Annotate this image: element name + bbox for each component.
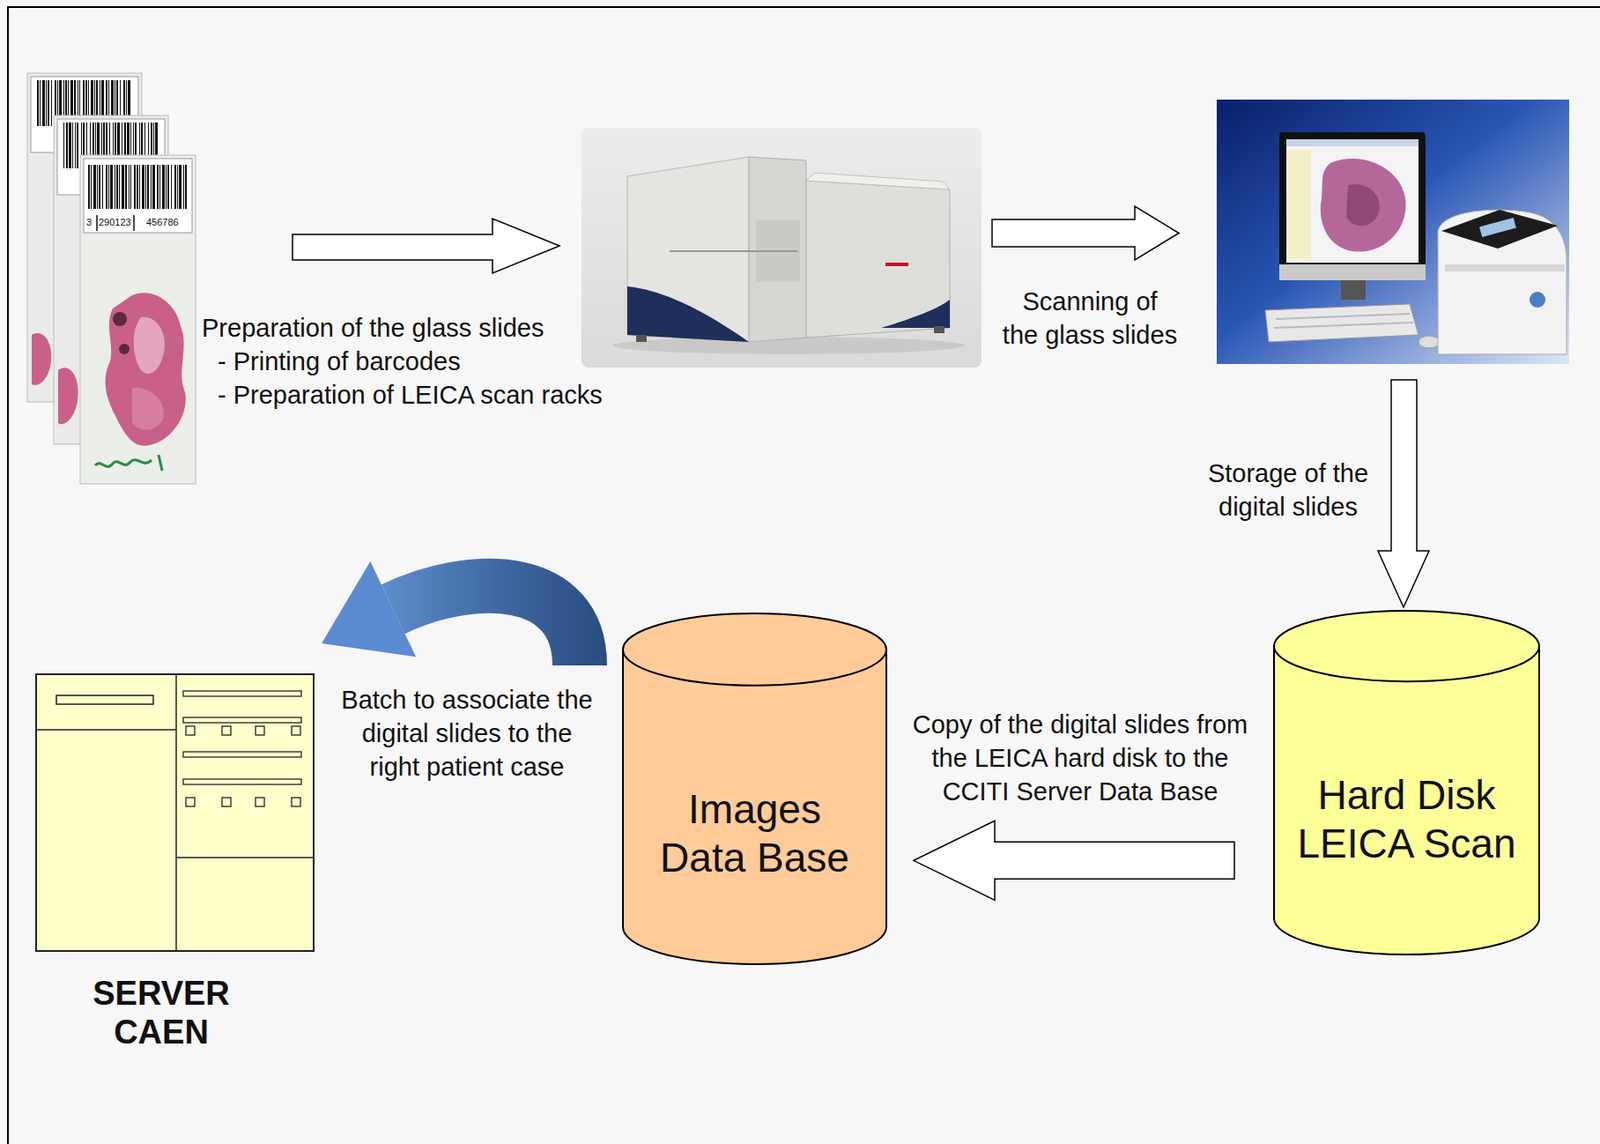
server-field <box>183 751 302 757</box>
keyboard-keys <box>1274 322 1414 328</box>
step-label: Preparation of the glass slides <box>201 311 577 345</box>
server-divider <box>176 856 314 859</box>
tissue-section <box>31 333 52 386</box>
monitor <box>1279 132 1426 281</box>
photo-background <box>581 127 982 368</box>
screen-tissue <box>1320 158 1407 252</box>
scanner-accent <box>627 286 749 342</box>
node-label: Images Data Base <box>644 785 866 882</box>
tissue-detail <box>132 387 164 430</box>
block-arrow-shape <box>913 820 1235 900</box>
scanner-foot <box>933 325 945 334</box>
server-field <box>183 690 302 697</box>
scanner-housing <box>627 156 749 342</box>
database-cylinder: Images Data Base <box>622 612 888 964</box>
screen-tissue <box>1346 184 1380 226</box>
page-frame <box>7 7 1600 1144</box>
barcode-number: 456786 <box>146 216 189 229</box>
server-box-outline <box>35 673 315 952</box>
server-checkbox <box>255 797 265 807</box>
curved-arrow <box>321 561 580 666</box>
server-checkbox <box>222 797 231 807</box>
disk-cylinder: Hard Disk LEICA Scan <box>1273 609 1541 955</box>
server-field <box>183 717 302 723</box>
step-item: - Printing of barcodes <box>217 344 571 378</box>
barcode-digit: 3 <box>86 216 99 229</box>
node-text-group: Hard Disk LEICA Scan <box>1283 770 1531 868</box>
tissue-detail <box>133 317 165 374</box>
keyboard-keys <box>1275 313 1410 319</box>
scanner-unit <box>1437 209 1567 355</box>
server-divider <box>175 674 178 951</box>
node-text-group: Images Data Base <box>644 785 866 882</box>
server-frame <box>36 674 314 951</box>
block-arrow <box>913 820 1235 900</box>
step-label: Scanning of the glass slides <box>1001 284 1178 352</box>
handwriting <box>95 454 163 471</box>
monitor-bezel <box>1279 264 1426 281</box>
slide-label <box>83 158 193 233</box>
monitor-stand <box>1340 280 1366 300</box>
server-checkbox <box>291 797 301 807</box>
tissue-spot <box>112 311 127 326</box>
monitor-screen <box>1286 139 1419 263</box>
slide-holder <box>1479 217 1517 238</box>
workstation-photo <box>1216 99 1570 364</box>
server-heading: SERVER CAEN <box>73 974 250 1052</box>
glass-slide <box>80 155 196 484</box>
flow-arrow <box>1377 379 1430 608</box>
server-field <box>56 695 154 704</box>
scanner-light <box>1529 291 1546 308</box>
database-cylinder-top <box>622 613 887 686</box>
slide-scanner-photo <box>581 127 982 368</box>
barcode-divider <box>96 214 98 231</box>
server-field <box>183 778 302 785</box>
tissue-section <box>58 367 79 424</box>
tissue-spot <box>118 343 130 355</box>
server-checkbox <box>291 725 301 735</box>
server-checkbox <box>185 797 195 807</box>
node-label: Hard Disk LEICA Scan <box>1283 770 1531 868</box>
server-checkbox <box>185 725 195 735</box>
flow-arrow <box>992 206 1179 260</box>
scanner-band <box>1444 264 1565 272</box>
disk-cylinder-top <box>1274 610 1540 682</box>
flow-arrow <box>292 218 560 274</box>
mouse <box>1418 335 1440 349</box>
curved-arrow-band <box>392 585 580 666</box>
database-cylinder-body <box>622 649 887 964</box>
glass-slides <box>27 73 196 484</box>
barcode-divider <box>133 214 135 231</box>
edge-label: Copy of the digital slides from the LEIC… <box>899 707 1261 808</box>
keyboard <box>1265 303 1419 342</box>
scanner-glass <box>1441 209 1558 249</box>
scanner-housing <box>806 180 950 338</box>
scanner-slot <box>669 250 798 252</box>
server-checkbox <box>255 725 265 735</box>
tissue-section <box>105 292 186 445</box>
scanner-top <box>806 172 950 190</box>
photo-background <box>1216 99 1570 364</box>
slide-glass <box>80 155 196 484</box>
scanner-foot <box>636 334 647 342</box>
screen-panel <box>1288 149 1312 260</box>
curved-arrow-head <box>321 561 416 657</box>
scanner-accent <box>881 299 950 328</box>
server-box: SERVER CAEN <box>35 673 315 952</box>
edge-label: Batch to associate the digital slides to… <box>334 682 600 784</box>
scanner-logo <box>885 262 909 267</box>
step-item: - Preparation of LEICA scan racks <box>217 377 641 412</box>
server-checkbox <box>222 725 231 735</box>
screen-toolbar <box>1286 139 1419 147</box>
barcode-number: 290123 <box>98 216 138 229</box>
disk-cylinder-body <box>1274 645 1540 955</box>
scanner-door <box>748 156 807 342</box>
server-divider <box>36 728 177 731</box>
step-label: Storage of the digital slides <box>1195 456 1381 524</box>
barcode <box>88 164 187 209</box>
